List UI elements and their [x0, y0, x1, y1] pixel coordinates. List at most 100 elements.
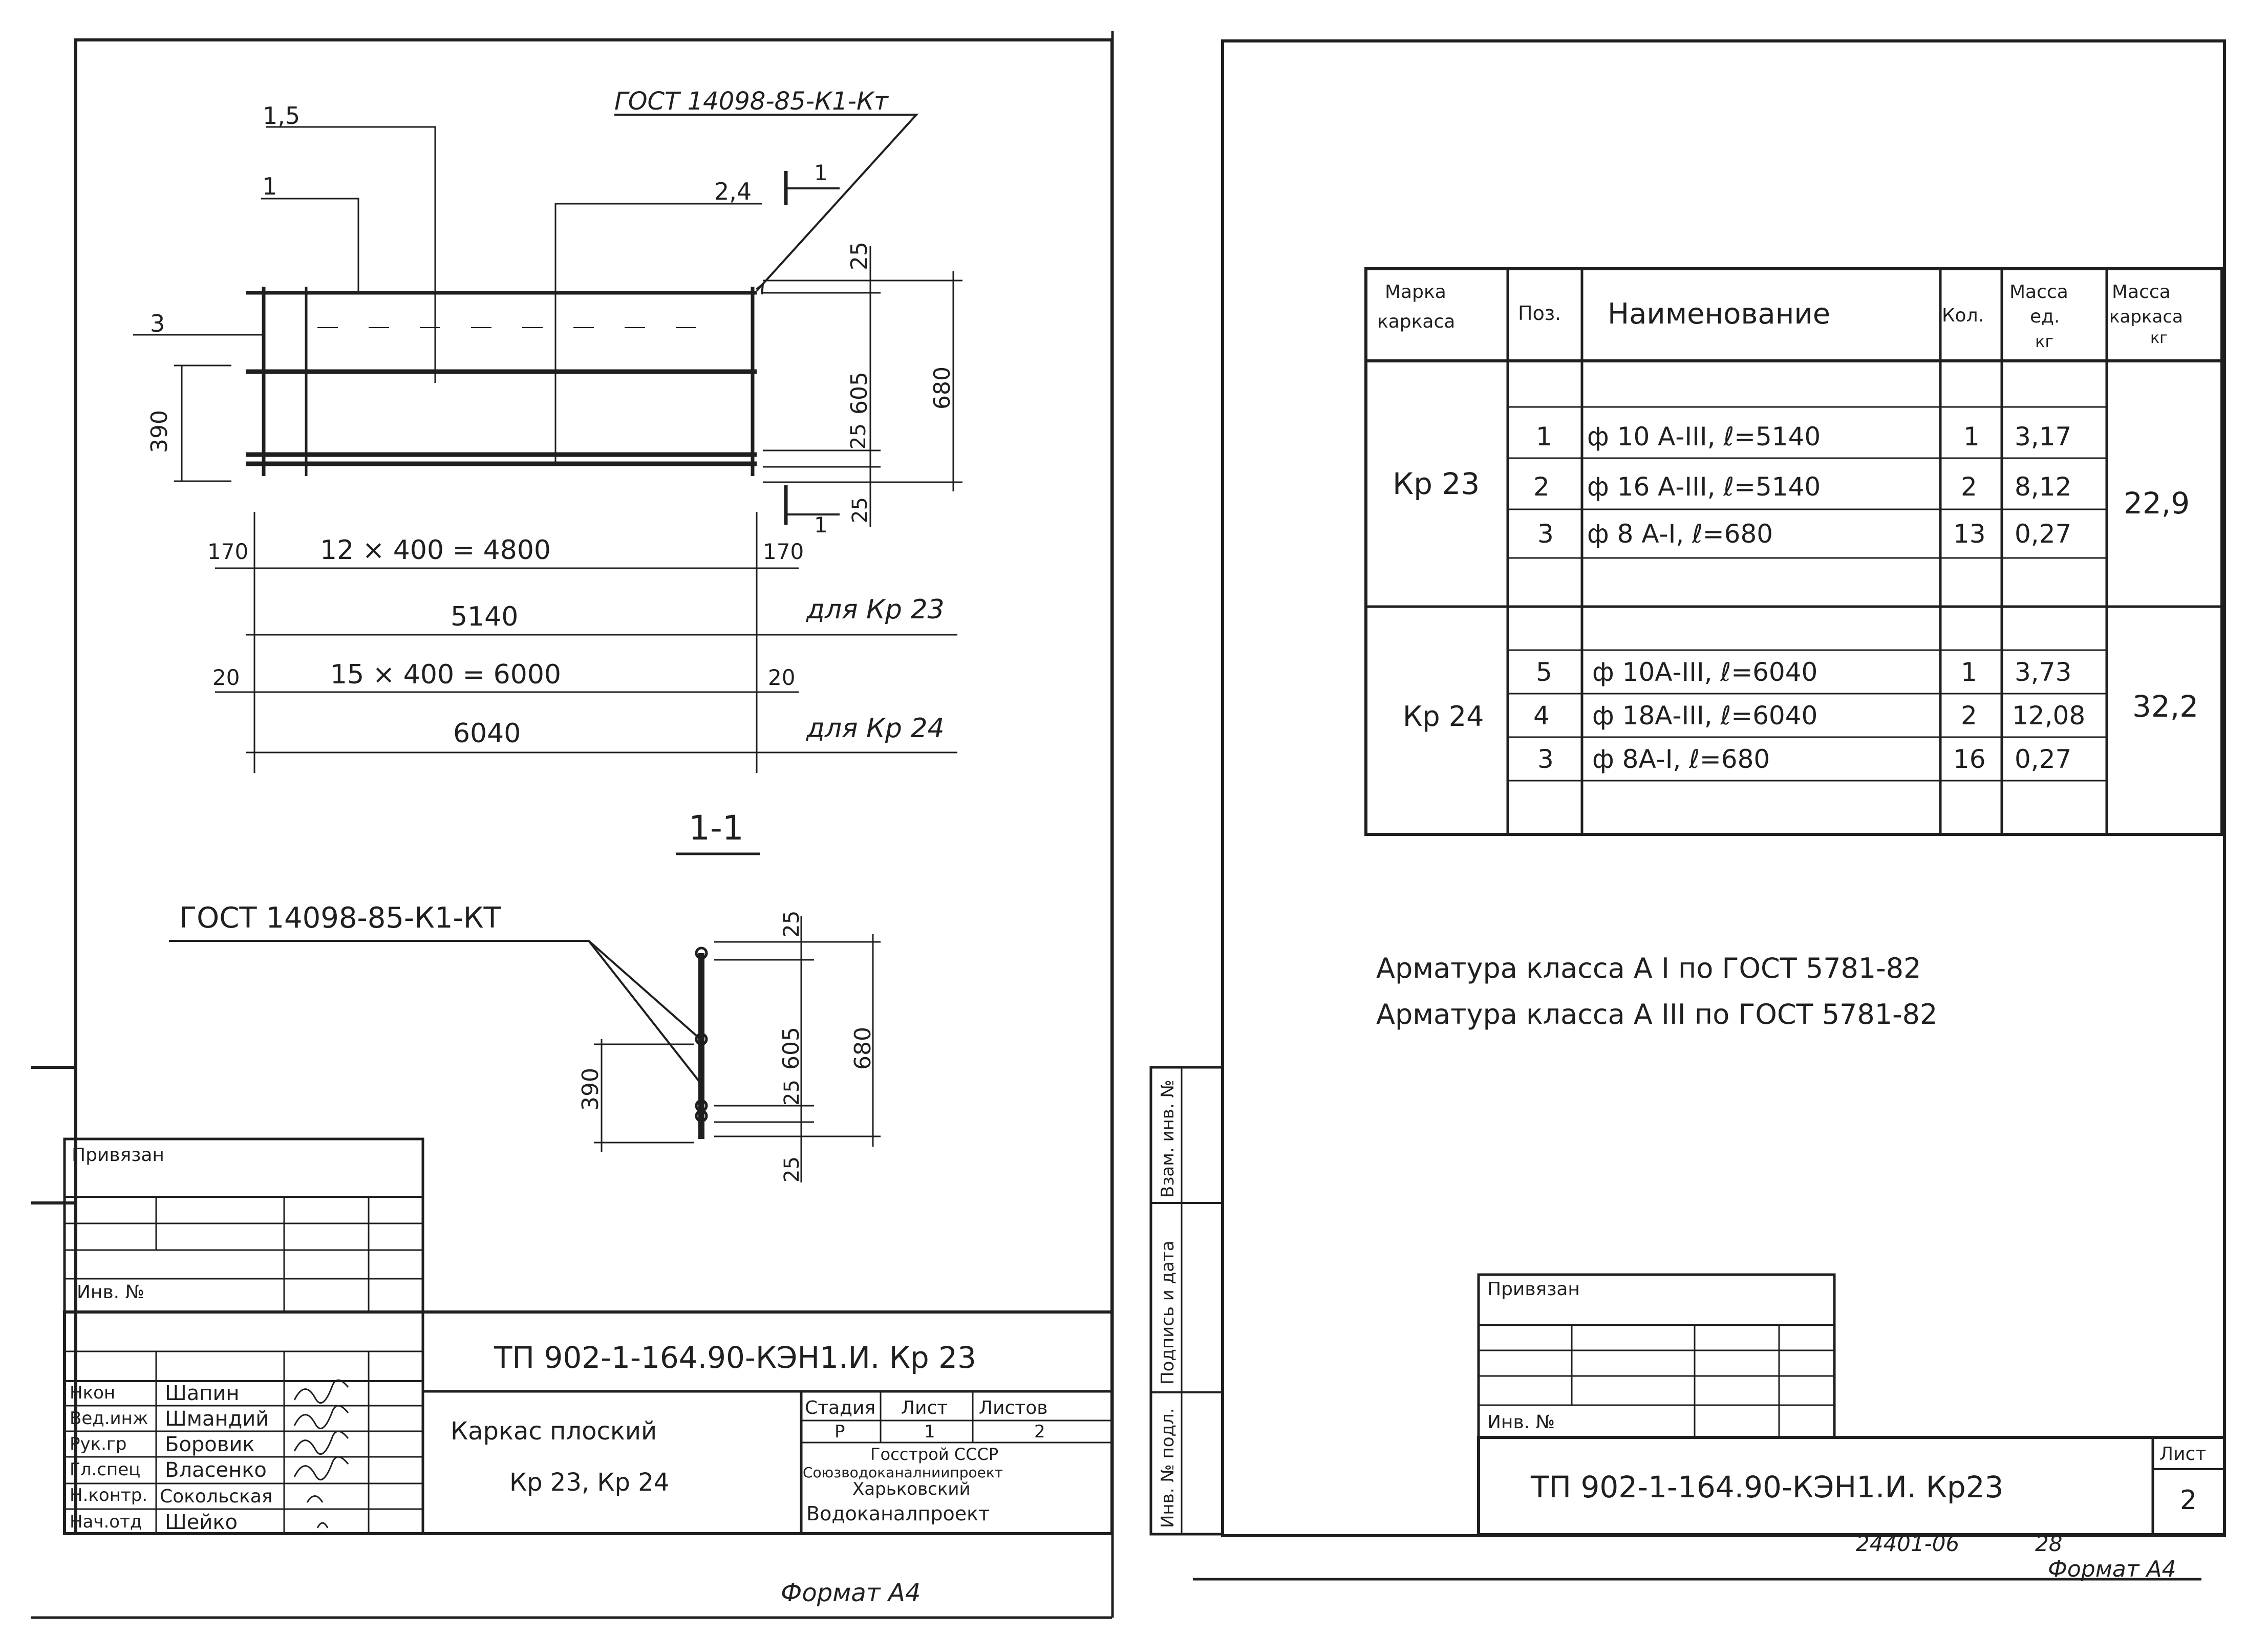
stage-value: Р [835, 1422, 845, 1442]
left-sheet: 1,5 1 2,4 1 1 ГОСТ 14098-85-К1-Кт 3 390 … [31, 38, 1114, 1619]
section-dim-605: 605 [778, 1027, 804, 1070]
right-title-frame [1477, 1436, 2226, 1536]
signature-mark [293, 1405, 349, 1430]
header-qty: Кол. [1942, 305, 1984, 326]
side-stamp-frame [1149, 1066, 1224, 1536]
col-sheets: Листов [979, 1397, 1047, 1418]
signer-name: Сокольская [160, 1486, 272, 1507]
signature-mark [306, 1495, 324, 1503]
org-line3: Харьковский [852, 1479, 971, 1499]
pos-cell: 4 [1533, 701, 1550, 730]
signer-role: Рук.гр [70, 1434, 126, 1454]
page-number: 28 [2035, 1531, 2062, 1556]
col-sheet: Лист [901, 1397, 948, 1418]
section-dim-25-mid: 25 [780, 1080, 804, 1106]
bar-section-circle [695, 946, 708, 960]
label-1: 1 [262, 173, 277, 200]
right-sheet: Марка каркаса Поз. Наименование Кол. Мас… [1149, 39, 2226, 1582]
note-kp24: для Кр 24 [806, 713, 945, 744]
leader-arrow [756, 282, 764, 295]
signer-role: Вед.инж [70, 1408, 148, 1429]
right-sheet-frame [1221, 39, 2226, 1537]
signer-role: Нач.отд [70, 1512, 142, 1532]
qty-cell: 2 [1961, 701, 1977, 730]
qty-cell: 16 [1953, 744, 1986, 774]
qty-cell: 1 [1963, 422, 1980, 451]
right-doc-code: ТП 902-1-164.90-КЭН1.И. Кр23 [1530, 1470, 2004, 1504]
mass-cell: 12,08 [2012, 701, 2085, 730]
bar-section-circle [695, 1109, 708, 1123]
label-3: 3 [150, 310, 165, 337]
side-inv-podl: Инв. № подл. [1158, 1408, 1178, 1528]
dim-680: 680 [929, 367, 955, 410]
note-class-a1: Арматура класса А I по ГОСТ 5781-82 [1376, 952, 1921, 984]
dim-25-mid: 25 [847, 423, 870, 449]
signature-mark [293, 1430, 349, 1455]
section-1-1-view: 1-1 ГОСТ 14098-85-К1-КТ 25 605 680 390 [169, 808, 881, 1182]
note-class-a3: Арматура класса А III по ГОСТ 5781-82 [1376, 998, 1937, 1030]
name-cell: ф 10 А-III, ℓ=5140 [1587, 422, 1821, 451]
qty-cell: 2 [1961, 472, 1977, 502]
label-2-4: 2,4 [714, 178, 752, 205]
frame-plan-view: 1,5 1 2,4 1 1 ГОСТ 14098-85-К1-Кт 3 390 … [133, 87, 962, 773]
left-sheet-frame [74, 38, 1114, 1535]
drawing-name-line1: Каркас плоский [451, 1417, 657, 1446]
section-mark-bottom: 1 [814, 512, 828, 537]
section-leader-2 [588, 940, 701, 1040]
name-cell: ф 8А-I, ℓ=680 [1592, 744, 1770, 774]
org-line1: Госстрой СССР [870, 1445, 998, 1464]
leader-1-5 [266, 126, 436, 383]
section-dim-25-top: 25 [779, 911, 804, 938]
leader-1 [261, 198, 359, 292]
mass-cell: 0,27 [2015, 519, 2071, 549]
dim-25-top: 25 [846, 242, 872, 270]
header-unit-mass-1: Масса [2009, 282, 2068, 303]
section-dim-390: 390 [577, 1068, 604, 1111]
frame-mass-kp24: 32,2 [2132, 689, 2198, 724]
label-1-5: 1,5 [263, 102, 300, 130]
format-label-right: Формат А4 [2048, 1556, 2176, 1582]
note-kp23: для Кр 23 [806, 594, 945, 625]
frame-mass-kp23: 22,9 [2124, 486, 2190, 521]
privyazan-inv: Инв. № [1487, 1412, 1555, 1433]
mark-kp23: Кр 23 [1393, 466, 1480, 501]
dim-170-right: 170 [763, 539, 804, 564]
header-pos: Поз. [1518, 302, 1561, 325]
header-frame-mass-3: кг [2150, 329, 2168, 347]
header-unit-mass-3: кг [2035, 332, 2053, 351]
archive-number: 24401-06 [1856, 1531, 1959, 1556]
side-stamp: Инв. № подл. Подпись и дата Взам. инв. № [1149, 1066, 1224, 1536]
bar-section-circle [695, 1032, 708, 1046]
name-cell: ф 16 А-III, ℓ=5140 [1587, 472, 1821, 502]
spec-table-frame [1364, 267, 2223, 836]
pos-cell: 1 [1536, 422, 1552, 451]
right-sheet-label: Лист [2159, 1444, 2206, 1465]
section-title: 1-1 [689, 808, 744, 848]
signer-name: Шмандий [165, 1407, 269, 1431]
mass-cell: 3,17 [2015, 422, 2071, 451]
pos-cell: 2 [1533, 472, 1550, 502]
mass-cell: 8,12 [2015, 472, 2071, 502]
org-line4: Водоканалпроект [806, 1502, 990, 1525]
dim-20-left: 20 [212, 665, 240, 690]
section-dim-680: 680 [850, 1027, 876, 1070]
dim-length-kp24: 6040 [453, 718, 521, 749]
signer-role: Н.контр. [70, 1485, 147, 1505]
mark-kp24: Кр 24 [1403, 700, 1484, 733]
dim-25-bot: 25 [848, 497, 872, 523]
section-mark-top: 1 [814, 160, 828, 185]
header-frame-mass-1: Масса [2112, 282, 2171, 303]
dim-170-left: 170 [207, 539, 248, 564]
name-cell: ф 10А-III, ℓ=6040 [1592, 657, 1817, 687]
dim-20-right: 20 [768, 665, 795, 690]
signer-name: Боровик [165, 1433, 255, 1456]
leader-gost [614, 114, 919, 292]
left-stamp-title: Привязан [72, 1145, 164, 1166]
sheets-value: 2 [1034, 1422, 1045, 1442]
signer-role: Нкон [70, 1383, 115, 1403]
mass-cell: 0,27 [2015, 744, 2071, 774]
dim-length-kp23: 5140 [451, 601, 518, 632]
qty-cell: 13 [1953, 519, 1986, 549]
